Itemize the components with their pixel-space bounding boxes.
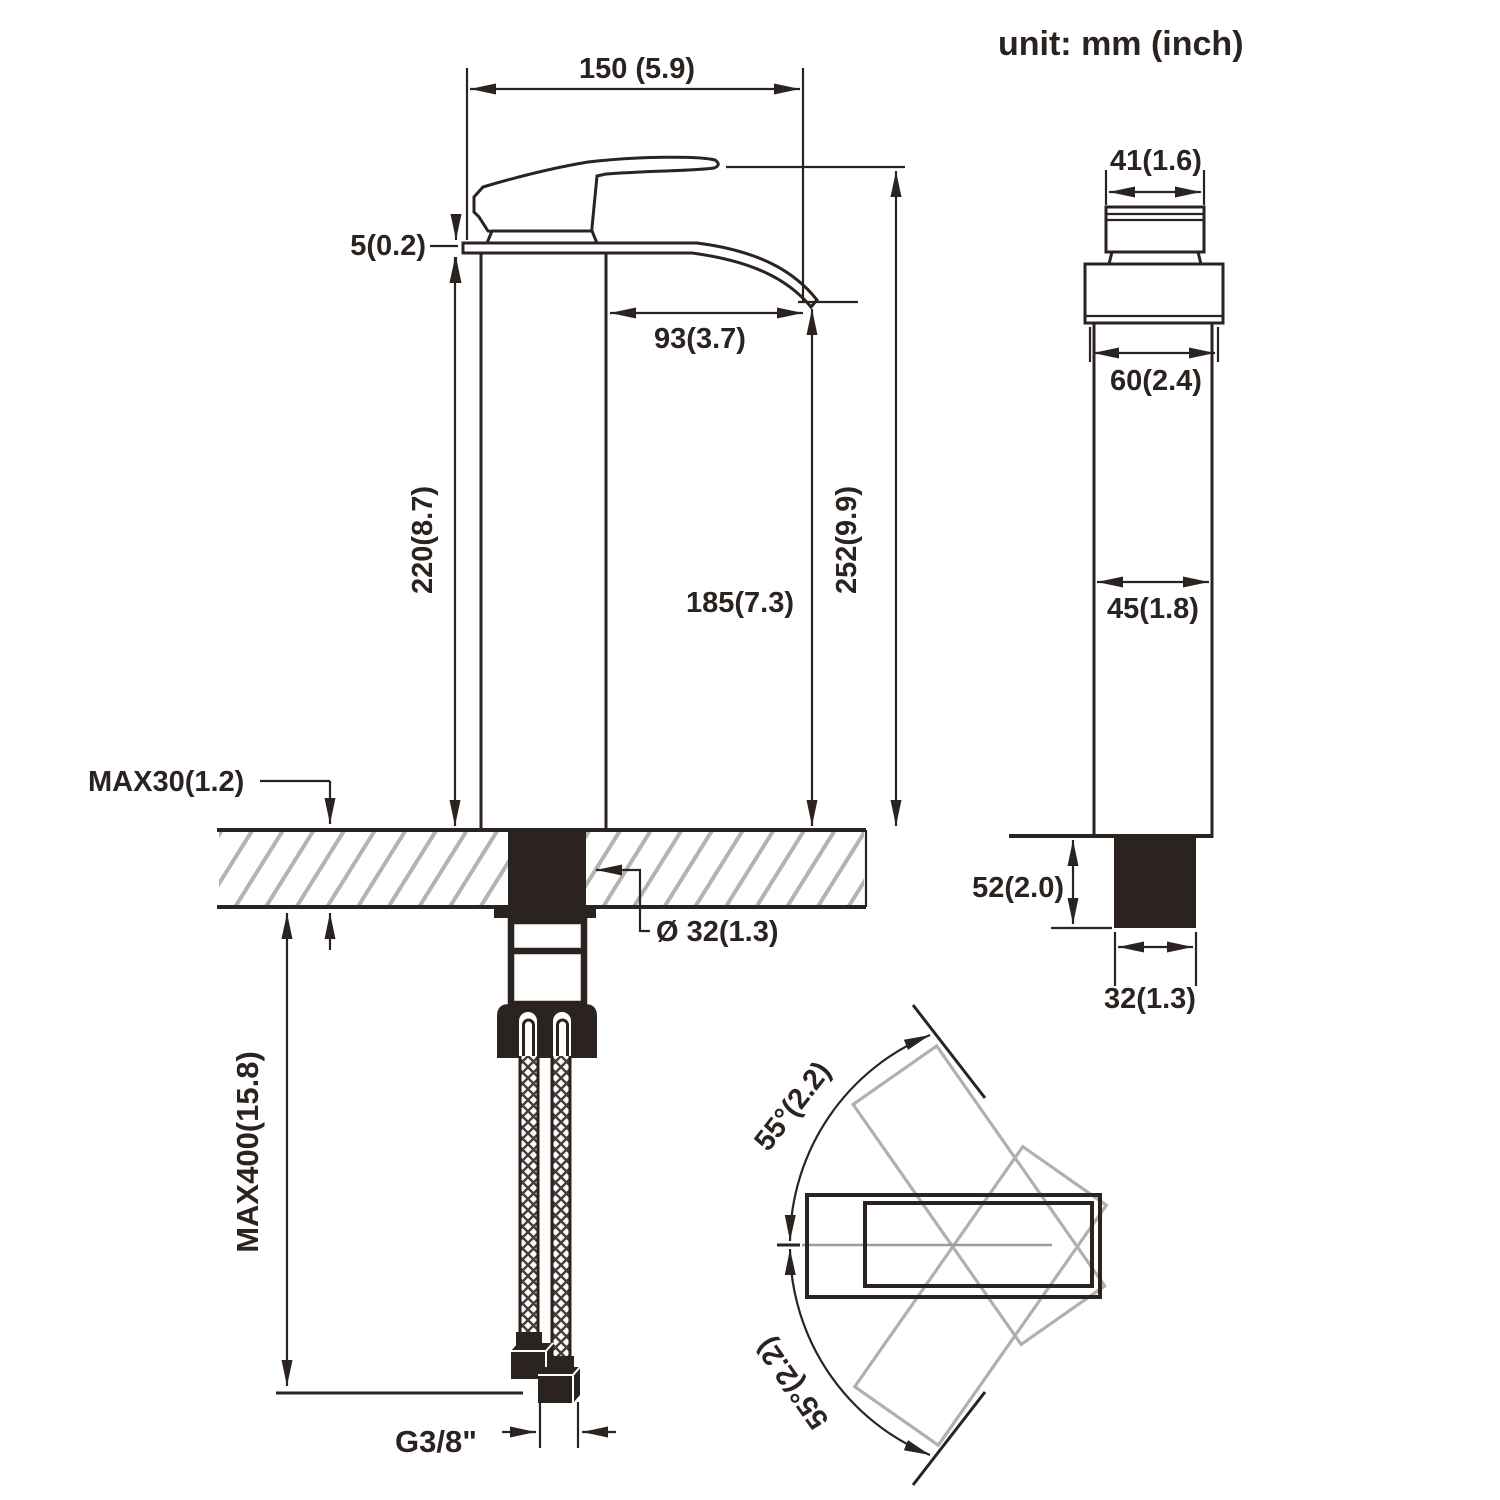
dim-cap-width: 60(2.4) — [1088, 327, 1220, 397]
dim-total-height: 252(9.9) — [726, 165, 905, 826]
faucet-body-side — [1092, 321, 1214, 838]
dim-hose-length: MAX400(15.8) — [230, 913, 523, 1395]
dim-shank-height: 52(2.0) — [972, 840, 1112, 930]
mounting-shank-front — [494, 830, 597, 1058]
svg-text:93(3.7): 93(3.7) — [654, 323, 746, 355]
supply-hoses — [511, 1056, 581, 1403]
mounting-shank-side — [1114, 836, 1196, 928]
swing-arc-upper — [784, 1033, 931, 1242]
neck-right-edge — [1196, 251, 1203, 265]
unit-label: unit: mm (inch) — [998, 25, 1244, 63]
dim-spout-reach: 93(3.7) — [610, 300, 858, 355]
neck-left-edge — [1107, 251, 1114, 265]
faucet-handle-front — [472, 155, 720, 243]
swing-ref-line-lower — [911, 1391, 987, 1486]
dim-plate-thickness: 5(0.2) — [350, 214, 462, 283]
svg-text:MAX400(15.8): MAX400(15.8) — [230, 1051, 265, 1253]
svg-text:G3/8": G3/8" — [395, 1424, 477, 1459]
svg-text:Ø 32(1.3): Ø 32(1.3) — [656, 916, 779, 948]
dim-swing-upper: 55°(2.2) — [748, 1056, 837, 1157]
svg-text:150 (5.9): 150 (5.9) — [579, 53, 695, 85]
dim-swing-lower: 55°(2.2) — [750, 1332, 836, 1435]
dim-spout-height: 185(7.3) — [686, 309, 818, 826]
dim-counter-thickness: MAX30(1.2) — [88, 766, 336, 950]
dim-spout-width: 150 (5.9) — [465, 53, 805, 302]
dim-body-width: 45(1.8) — [1097, 576, 1209, 625]
handle-base-cap — [484, 229, 600, 245]
svg-text:41(1.6): 41(1.6) — [1110, 145, 1202, 177]
swing-ref-line-upper — [911, 1004, 987, 1099]
faucet-body-front — [479, 251, 608, 832]
svg-text:32(1.3): 32(1.3) — [1104, 983, 1196, 1015]
top-view: 55°(2.2) 55°(2.2) — [748, 1004, 1109, 1486]
base-plan-outer — [805, 1193, 1102, 1299]
svg-text:220(8.7): 220(8.7) — [407, 486, 439, 594]
hose-nut-left — [516, 1332, 542, 1345]
svg-text:45(1.8): 45(1.8) — [1107, 593, 1199, 625]
swing-arc-lower — [784, 1248, 931, 1457]
svg-text:MAX30(1.2): MAX30(1.2) — [88, 766, 244, 798]
dim-hole-diameter: Ø 32(1.3) — [596, 864, 779, 948]
front-view: 150 (5.9) 5(0.2) 220(8.7) 93(3.7) 185(7.… — [88, 53, 905, 1459]
waterfall-spout — [461, 241, 819, 310]
base-plan-inner — [863, 1201, 1094, 1288]
side-view: 41(1.6) 60(2.4) 45(1.8) 52(2.0) 32(1.3) — [972, 145, 1225, 1015]
hose-nut-right — [548, 1356, 574, 1368]
cap-side — [1083, 262, 1225, 325]
svg-text:5(0.2): 5(0.2) — [350, 230, 426, 262]
dim-hose-thread: G3/8" — [395, 1402, 616, 1459]
dim-body-height: 220(8.7) — [407, 257, 461, 826]
dim-shank-width: 32(1.3) — [1104, 932, 1198, 1015]
svg-text:185(7.3): 185(7.3) — [686, 587, 794, 619]
svg-text:252(9.9): 252(9.9) — [831, 486, 863, 594]
svg-text:60(2.4): 60(2.4) — [1110, 365, 1202, 397]
dim-top-width: 41(1.6) — [1104, 145, 1206, 205]
svg-text:52(2.0): 52(2.0) — [972, 872, 1064, 904]
